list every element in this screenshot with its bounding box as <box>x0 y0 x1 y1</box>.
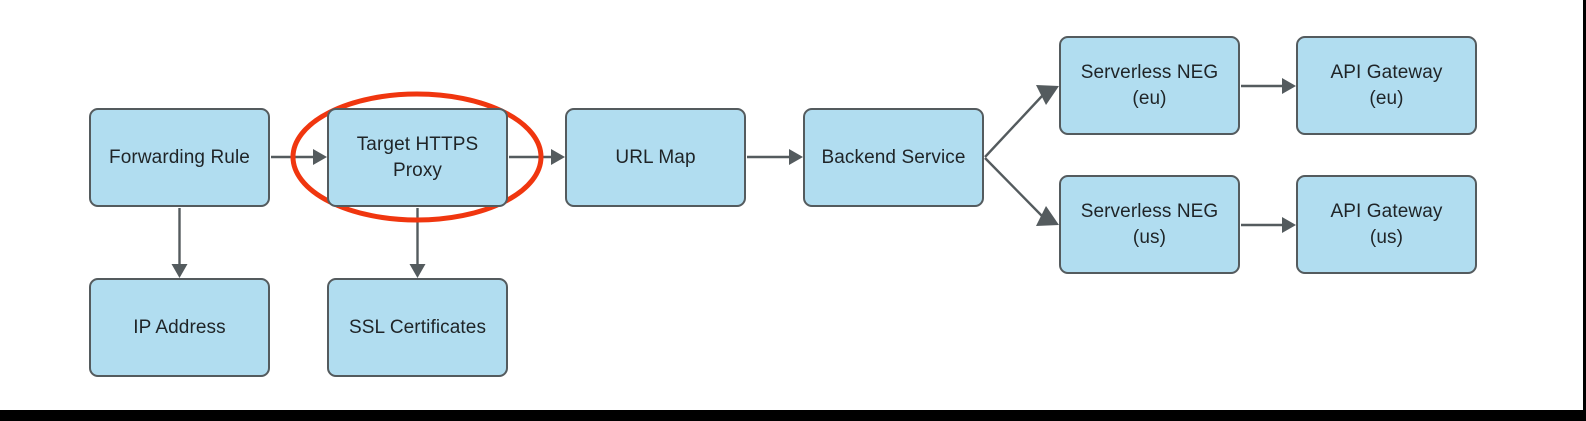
edge-serverless-neg-us-to-api-gateway-us <box>1241 217 1296 233</box>
edge-forwarding-rule-to-target-https-proxy <box>271 149 327 165</box>
node-ip-address[interactable]: IP Address <box>89 278 270 377</box>
window-frame-right-edge <box>1583 0 1586 412</box>
node-target-https-proxy[interactable]: Target HTTPS Proxy <box>327 108 508 207</box>
edge-target-https-proxy-to-url-map <box>509 149 565 165</box>
edge-backend-service-to-serverless-neg-us <box>984 157 1059 226</box>
node-ssl-certificates[interactable]: SSL Certificates <box>327 278 508 377</box>
node-api-gateway-us[interactable]: API Gateway (us) <box>1296 175 1477 274</box>
node-forwarding-rule[interactable]: Forwarding Rule <box>89 108 270 207</box>
highlight-ellipse-target-https-proxy <box>290 91 544 223</box>
edge-url-map-to-backend-service <box>747 149 803 165</box>
node-serverless-neg-eu[interactable]: Serverless NEG (eu) <box>1059 36 1240 135</box>
edge-serverless-neg-eu-to-api-gateway-eu <box>1241 78 1296 94</box>
node-url-map[interactable]: URL Map <box>565 108 746 207</box>
node-api-gateway-eu[interactable]: API Gateway (eu) <box>1296 36 1477 135</box>
node-backend-service[interactable]: Backend Service <box>803 108 984 207</box>
node-serverless-neg-us[interactable]: Serverless NEG (us) <box>1059 175 1240 274</box>
edge-forwarding-rule-to-ip-address <box>171 208 188 278</box>
window-frame-bottom-edge <box>0 410 1586 421</box>
edge-target-https-proxy-to-ssl-certificates <box>409 208 426 278</box>
edge-backend-service-to-serverless-neg-eu <box>984 85 1059 158</box>
